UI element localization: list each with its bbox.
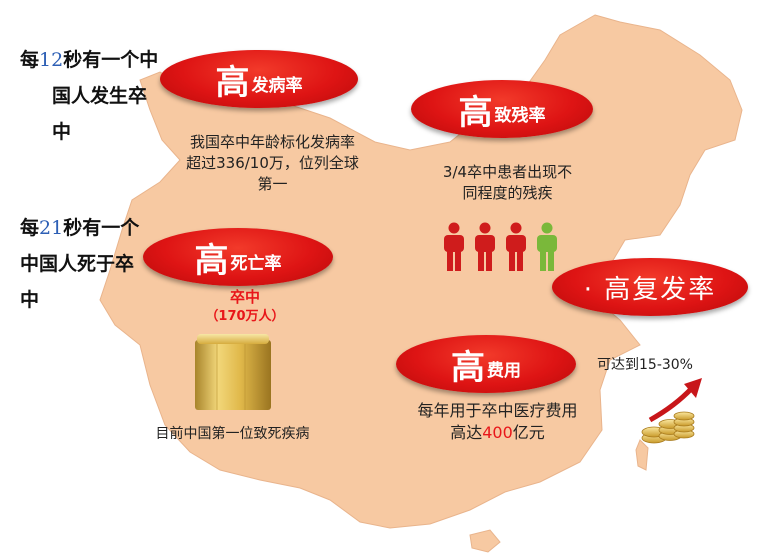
stroke-label: 卒中 bbox=[229, 288, 260, 306]
cost-pill: 高费用 bbox=[396, 335, 576, 393]
mortality-pill: 高死亡率 bbox=[143, 228, 333, 286]
disability-description: 3/4卒中患者出现不 同程度的残疾 bbox=[442, 163, 573, 202]
recurrence-pill: · 高复发率 bbox=[552, 258, 748, 316]
up-arrow-icon bbox=[648, 386, 694, 423]
person-icon-red bbox=[475, 222, 495, 271]
rising-coins-icon bbox=[641, 378, 702, 444]
taiwan-island bbox=[635, 439, 649, 471]
hainan-island bbox=[469, 529, 501, 553]
fact2-number: 21 bbox=[39, 217, 64, 239]
fact-stroke-incidence: 每12秒有一个中 国人发生卒 中 bbox=[20, 49, 159, 143]
mortality-caption: 目前中国第一位致死疾病 bbox=[155, 426, 310, 442]
incidence-pill: 高发病率 bbox=[160, 50, 358, 108]
deaths-label: （170万人） bbox=[205, 309, 285, 324]
disability-pill: 高致残率 bbox=[411, 80, 593, 138]
person-icon-red bbox=[506, 222, 526, 271]
fact-stroke-death: 每21秒有一个 中国人死于卒 中 bbox=[20, 217, 140, 311]
person-icon-red bbox=[444, 222, 464, 271]
people-icons bbox=[444, 222, 557, 271]
gold-block-icon bbox=[195, 334, 271, 410]
person-icon-green bbox=[537, 222, 557, 271]
fact1-number: 12 bbox=[39, 49, 64, 71]
cost-amount: 400 bbox=[482, 423, 513, 442]
recurrence-rate-text: 可达到15-30% bbox=[597, 357, 693, 373]
incidence-description: 我国卒中年龄标化发病率 超过336/10万，位列全球 第一 bbox=[186, 133, 359, 193]
cost-description: 每年用于卒中医疗费用 高达400亿元 bbox=[417, 401, 578, 442]
